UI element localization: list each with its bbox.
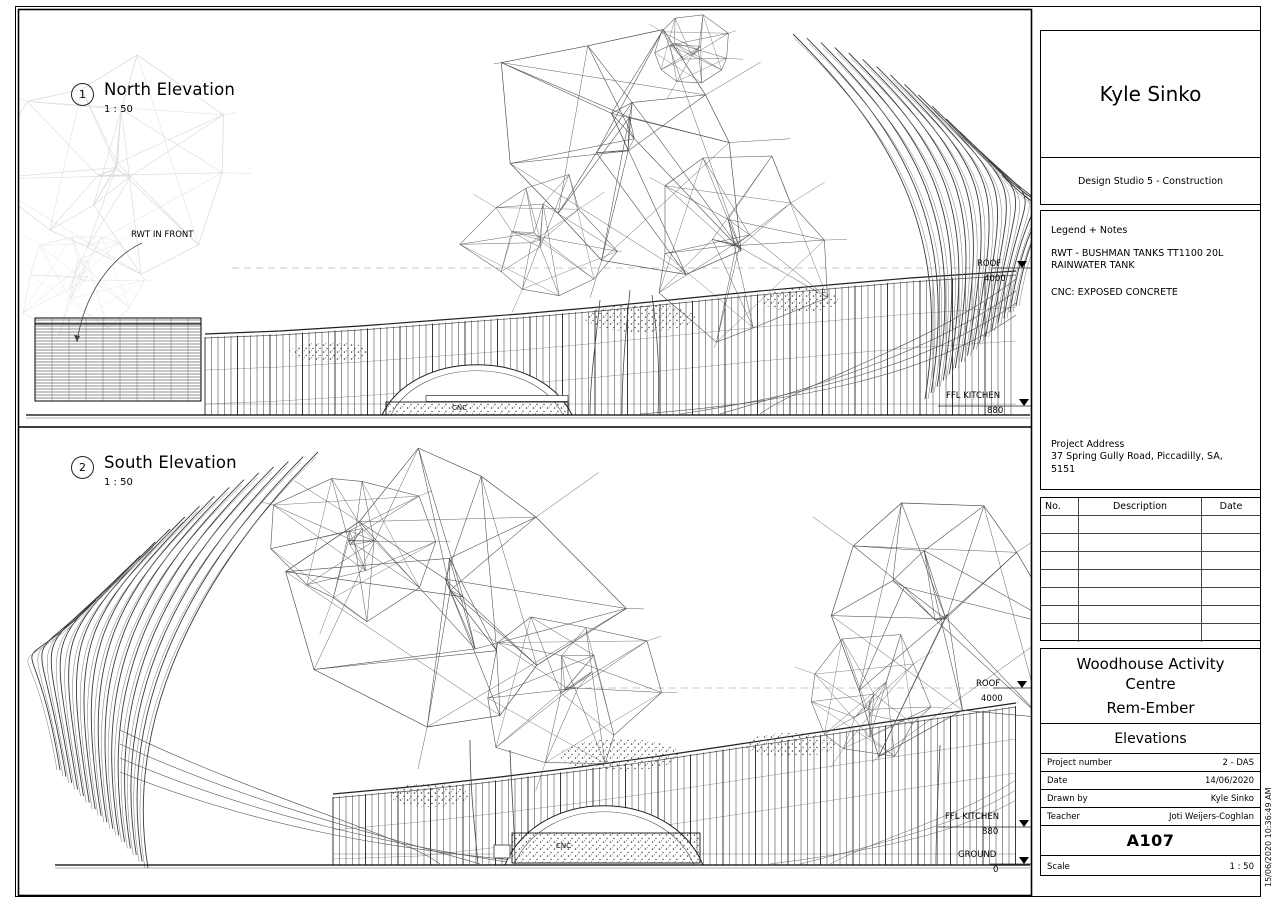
- scale-label: Scale: [1047, 861, 1070, 872]
- revision-col-date: Date: [1202, 498, 1260, 516]
- project-address-line1: 37 Spring Gully Road, Piccadilly, SA,: [1051, 451, 1223, 463]
- revision-col-description: Description: [1079, 498, 1202, 516]
- north-view-title: 1 North Elevation 1 : 50: [71, 80, 235, 115]
- legend-title: Legend + Notes: [1051, 225, 1128, 236]
- south-ground-level: 0: [993, 865, 999, 875]
- south-ground-label: GROUND: [958, 850, 997, 860]
- sheet-number: A107: [1041, 825, 1260, 855]
- north-view-name: North Elevation: [104, 80, 236, 99]
- field-project-number: Project number 2 - DAS: [1041, 753, 1260, 771]
- legend-box: Legend + Notes RWT - BUSHMAN TANKS TT110…: [1040, 210, 1261, 490]
- south-roof-level: 4000: [981, 694, 1003, 704]
- project-address-line2: 5151: [1051, 464, 1076, 476]
- field-value: 14/06/2020: [1205, 775, 1254, 786]
- project-address-label: Project Address: [1051, 438, 1125, 450]
- north-roof-level: 4000: [984, 274, 1006, 284]
- south-roof-label: ROOF: [976, 679, 1001, 689]
- north-roof-label: ROOF: [977, 259, 1002, 269]
- revision-row: [1041, 624, 1260, 642]
- south-ffl-level: 880: [982, 827, 999, 837]
- scale-row: Scale 1 : 50: [1041, 855, 1260, 877]
- north-cnc-label: CNC: [452, 404, 468, 412]
- field-value: 2 - DAS: [1222, 757, 1255, 768]
- south-ffl-label: FFL KITCHEN: [945, 812, 1000, 822]
- project-title: Woodhouse Activity Centre: [1076, 654, 1225, 693]
- south-view-title: 2 South Elevation 1 : 50: [71, 453, 237, 488]
- print-timestamp: 15/06/2020 10:36:49 AM: [1264, 787, 1273, 888]
- field-label: Teacher: [1047, 811, 1080, 822]
- north-ffl-label: FFL KITCHEN: [946, 391, 1001, 401]
- scale-value: 1 : 50: [1229, 861, 1255, 872]
- project-subtitle: Rem-Ember: [1106, 699, 1195, 718]
- revision-row: [1041, 570, 1260, 588]
- south-cnc-label: CNC: [556, 842, 572, 850]
- field-label: Project number: [1047, 757, 1112, 768]
- south-view-number-badge: 2: [71, 456, 94, 479]
- studio-name: Design Studio 5 - Construction: [1041, 157, 1260, 204]
- legend-item-rwt: RWT - BUSHMAN TANKS TT1100 20L RAINWATER…: [1051, 248, 1224, 272]
- field-teacher: Teacher Joti Weijers-Coghlan: [1041, 807, 1260, 825]
- revision-row: [1041, 606, 1260, 624]
- author-name: Kyle Sinko: [1099, 82, 1202, 106]
- north-ffl-level: 880: [987, 406, 1004, 416]
- north-view-scale: 1 : 50: [104, 104, 133, 115]
- revision-row: [1041, 588, 1260, 606]
- revision-table-header: No. Description Date: [1041, 498, 1260, 516]
- revision-row: [1041, 534, 1260, 552]
- revision-col-no: No.: [1041, 498, 1079, 516]
- rwt-note-label: RWT IN FRONT: [131, 230, 194, 240]
- legend-item-cnc: CNC: EXPOSED CONCRETE: [1051, 286, 1178, 298]
- field-date: Date 14/06/2020: [1041, 771, 1260, 789]
- field-drawn-by: Drawn by Kyle Sinko: [1041, 789, 1260, 807]
- field-value: Joti Weijers-Coghlan: [1168, 811, 1254, 822]
- field-value: Kyle Sinko: [1210, 793, 1254, 804]
- south-view-scale: 1 : 50: [104, 477, 133, 488]
- south-view-name: South Elevation: [104, 453, 237, 472]
- project-info-box: Woodhouse Activity Centre Rem-Ember Elev…: [1040, 648, 1261, 876]
- sheet-title: Elevations: [1041, 723, 1260, 753]
- author-box: Kyle Sinko Design Studio 5 - Constructio…: [1040, 30, 1261, 205]
- field-label: Date: [1047, 775, 1068, 786]
- revision-row: [1041, 516, 1260, 534]
- revision-row: [1041, 552, 1260, 570]
- north-view-number-badge: 1: [71, 83, 94, 106]
- project-address: Project Address 37 Spring Gully Road, Pi…: [1051, 439, 1250, 477]
- field-label: Drawn by: [1047, 793, 1088, 804]
- revision-table: No. Description Date: [1040, 497, 1261, 642]
